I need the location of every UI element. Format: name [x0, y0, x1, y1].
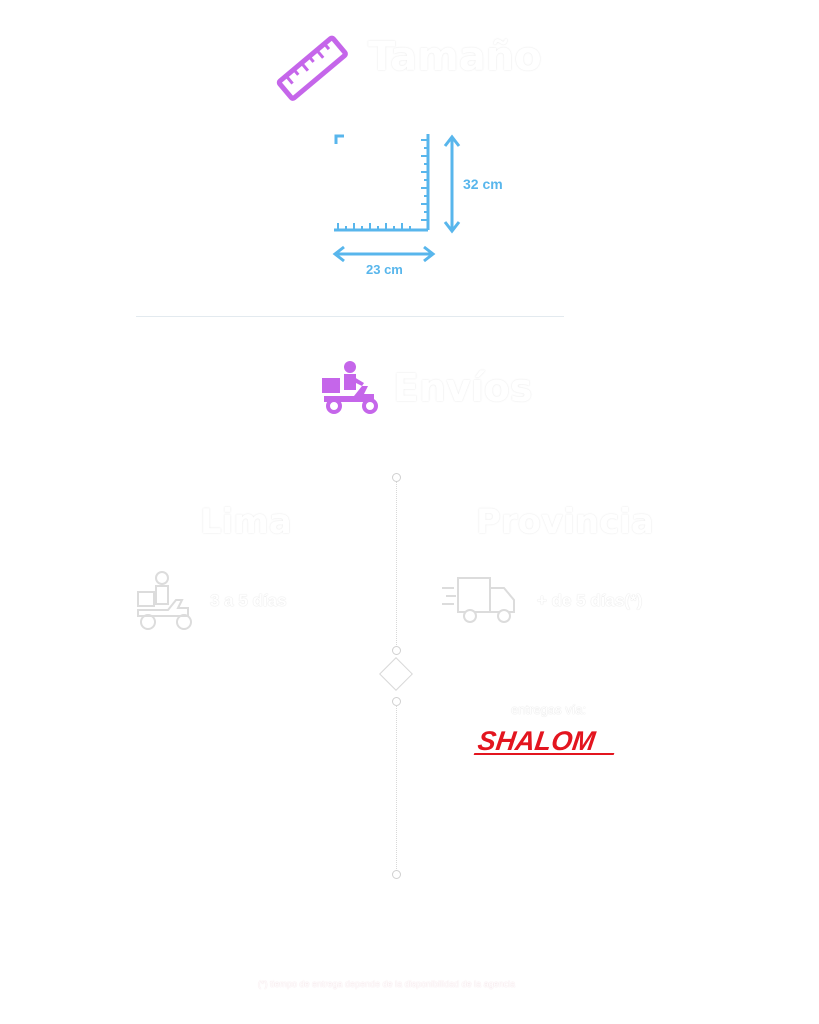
width-label: 23 cm — [366, 262, 403, 277]
shalom-logo: SHALOM — [473, 726, 654, 758]
lima-delivery-time: 3 a 5 días — [210, 591, 287, 610]
timeline-dot-top — [392, 473, 401, 482]
size-title: Tamaño — [368, 34, 542, 80]
shipping-title: Envíos — [393, 366, 533, 410]
timeline-line-top — [396, 481, 397, 649]
lima-title: Lima — [200, 502, 292, 542]
height-label: 32 cm — [463, 176, 503, 192]
dimension-diagram — [332, 134, 461, 263]
scooter-courier-icon — [137, 571, 192, 630]
section-divider — [136, 316, 564, 317]
timeline-line-bottom — [396, 705, 397, 871]
provincia-title: Provincia — [476, 502, 654, 542]
provincia-delivery-time: + de 5 días(*) — [537, 591, 643, 610]
footnote: (*) tiempo de entrega depende de la disp… — [258, 979, 516, 989]
carrier-label: entregas vía: — [511, 702, 587, 717]
fast-truck-icon — [442, 577, 515, 623]
delivery-scooter-icon — [322, 361, 378, 414]
ruler-icon — [276, 35, 348, 101]
timeline-diamond — [379, 657, 413, 691]
timeline-dot-mid-upper — [392, 646, 401, 655]
timeline-dot-bottom — [392, 870, 401, 879]
